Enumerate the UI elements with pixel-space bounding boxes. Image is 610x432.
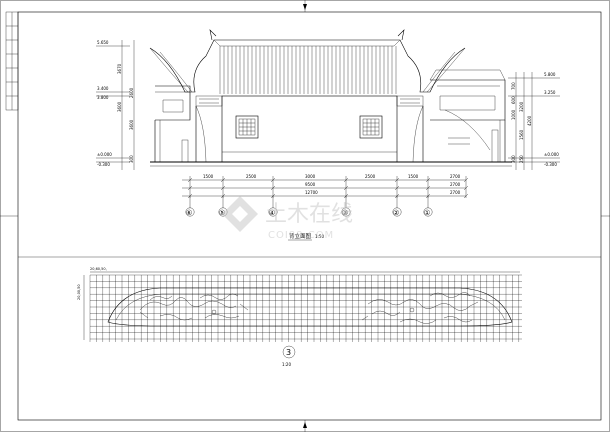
level-label: -0.300 — [544, 162, 557, 167]
dim-text: 4200 — [527, 115, 532, 126]
axis-label: ③ — [342, 209, 348, 217]
dim-text: 1500 — [203, 174, 214, 179]
dim-text: 2700 — [450, 182, 461, 187]
axis-markers: ⑥ ⑤ ④ ③ ② ① — [185, 196, 433, 217]
dim-text: 2700 — [450, 190, 461, 195]
left-level-marks: 5.650 3.400 3.800 ±0.000 -0.300 3670 360… — [96, 40, 135, 170]
watermark-text-en: COI88.COM — [268, 230, 334, 241]
side-corridor-left — [154, 85, 191, 163]
window-left — [235, 115, 259, 139]
dim-text: 700 — [511, 82, 516, 90]
dim-text: 2500 — [365, 174, 376, 179]
dim-text: 300 — [511, 155, 516, 163]
detail-callout-number: 3 — [286, 348, 291, 357]
level-label: 5.650 — [97, 40, 109, 45]
dim-text: 300 — [129, 155, 134, 163]
level-label: 3.800 — [97, 95, 109, 100]
right-level-marks: 5.800 3.250 ±0.000 -0.300 700 600 1000 1… — [508, 72, 560, 170]
title-block — [5, 11, 19, 111]
main-wall — [195, 95, 424, 163]
level-label: 3.250 — [544, 90, 556, 95]
dim-text: 12700 — [305, 190, 318, 195]
level-label: ±0.000 — [544, 152, 559, 157]
dragon-carving-right — [361, 292, 479, 324]
detail-scale: 1:20 — [282, 362, 291, 367]
dim-text: 3600 — [117, 101, 122, 112]
drawing-scale: 1:50 — [315, 234, 324, 239]
bottom-dimensions: 1500 2500 3000 2500 1500 2700 9500 2700 … — [182, 174, 469, 199]
level-label: 5.800 — [544, 72, 556, 77]
axis-label: ⑥ — [186, 209, 192, 217]
dim-text: 3200 — [519, 101, 524, 112]
drawing-title: 背立面图 — [289, 232, 312, 240]
dim-text: 1000 — [511, 109, 516, 120]
ornament-detail: 20,60,50, 20,00,50 3 1:20 — [77, 267, 522, 367]
axis-label: ④ — [269, 209, 275, 217]
dim-text: 1500 — [408, 174, 419, 179]
detail-callout: 3 1:20 — [282, 345, 296, 367]
side-corridor-right — [429, 69, 506, 163]
detail-dim-top: 20,60,50, — [90, 267, 107, 271]
dim-text: 3600 — [129, 119, 134, 130]
detail-grid — [89, 274, 522, 342]
dim-text: 600 — [511, 96, 516, 104]
dim-text: 2600 — [129, 87, 134, 98]
level-label: ±0.000 — [97, 152, 112, 157]
rear-elevation: 5.650 3.400 3.800 ±0.000 -0.300 3670 360… — [96, 29, 560, 241]
watermark-logo-icon — [222, 196, 258, 232]
detail-dim-left: 20,00,50 — [77, 284, 81, 300]
dim-text: 250 — [519, 155, 524, 163]
axis-label: ⑤ — [219, 209, 225, 217]
dim-text: 9500 — [305, 182, 316, 187]
level-label: 3.400 — [97, 86, 109, 91]
dim-text: 3000 — [305, 174, 316, 179]
level-label: -0.300 — [97, 162, 110, 167]
watermark: 土木在线 COI88.COM — [222, 196, 353, 241]
eave-lattice — [195, 95, 424, 107]
watermark-text-cn: 土木在线 — [265, 202, 353, 227]
axis-label: ① — [424, 209, 430, 217]
elevation-title: 背立面图 1:50 — [288, 232, 324, 241]
dim-text: 2700 — [450, 174, 461, 179]
window-right — [359, 115, 383, 139]
side-note — [448, 137, 470, 145]
main-roof — [149, 29, 466, 94]
dim-text: 3670 — [117, 63, 122, 74]
axis-label: ② — [393, 209, 399, 217]
dim-text: 1560 — [519, 129, 524, 140]
dim-text: 2500 — [246, 174, 257, 179]
dragon-carving-left — [139, 293, 249, 321]
